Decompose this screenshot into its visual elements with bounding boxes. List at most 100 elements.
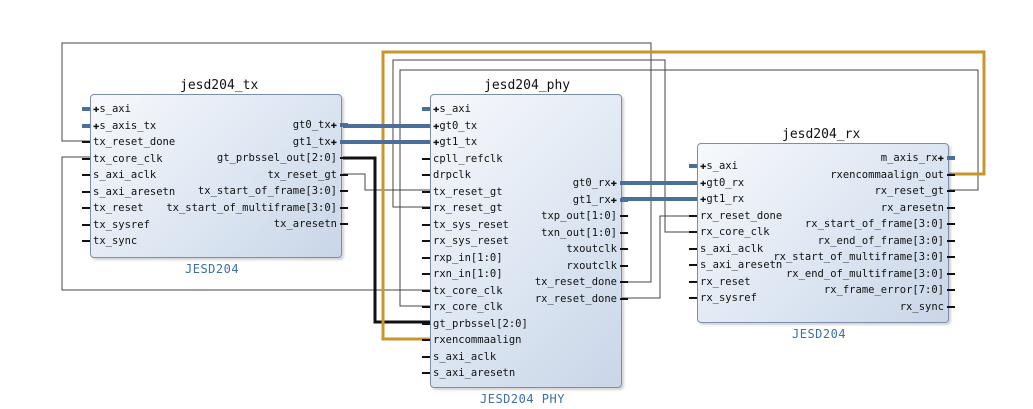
rx-pin-gt1-rx[interactable] xyxy=(689,197,697,201)
rx-pin-rx-core-clk[interactable] xyxy=(689,231,697,233)
phy-pin-cpll-refclk[interactable] xyxy=(422,158,430,160)
phy-pin-tx-reset-gt[interactable] xyxy=(422,191,430,193)
rx-pin-rx-start-of-multiframe[interactable] xyxy=(947,256,955,258)
tx-pin-tx-aresetn[interactable] xyxy=(340,223,348,225)
tx-pin-gt1-tx[interactable] xyxy=(340,140,348,144)
phy-block-title: jesd204_phy xyxy=(484,78,571,93)
phy-pin-gt1-tx[interactable] xyxy=(422,140,430,144)
tx-pin-tx-reset[interactable] xyxy=(82,207,90,209)
phy-pin-rxn-in[interactable] xyxy=(422,273,430,275)
phy-port-rxencommaalign: rxencommaalign xyxy=(433,334,522,346)
tx-port-gt1-tx: gt1_tx✚ xyxy=(292,136,337,148)
rx-pin-rx-reset-done[interactable] xyxy=(689,215,697,217)
tx-port-tx-reset-gt: tx_reset_gt xyxy=(267,169,337,181)
phy-pin-tx-reset-done[interactable] xyxy=(620,281,628,283)
tx-pin-tx-sysref[interactable] xyxy=(82,224,90,226)
tx-pin-tx-reset-gt[interactable] xyxy=(340,174,348,176)
rx-pin-s-axi-aresetn[interactable] xyxy=(689,264,697,266)
tx-port-tx-start-of-frame: tx_start_of_frame[3:0] xyxy=(197,185,337,197)
phy-port-drpclk: drpclk xyxy=(433,169,471,181)
phy-port-s-axi: ✚s_axi xyxy=(433,103,471,115)
rx-pin-rx-sysref[interactable] xyxy=(689,297,697,299)
tx-pin-tx-reset-done[interactable] xyxy=(82,141,90,143)
phy-pin-rx-core-clk[interactable] xyxy=(422,306,430,308)
rx-port-gt0-rx: ✚gt0_rx xyxy=(700,177,745,189)
rx-pin-rxencommaalign-out[interactable] xyxy=(947,174,955,176)
rx-pin-gt0-rx[interactable] xyxy=(689,181,697,185)
tx-port-tx-sync: tx_sync xyxy=(93,235,138,247)
rx-block-subtitle: JESD204 xyxy=(792,327,847,341)
tx-pin-s-axis-tx[interactable] xyxy=(82,124,90,128)
phy-pin-drpclk[interactable] xyxy=(422,174,430,176)
phy-block-subtitle: JESD204 PHY xyxy=(480,392,565,406)
wire-rx-core-clk xyxy=(399,69,979,307)
tx-pin-gt0-tx[interactable] xyxy=(340,123,348,127)
phy-pin-s-axi-aresetn[interactable] xyxy=(422,372,430,374)
rx-pin-s-axi-aclk[interactable] xyxy=(689,248,697,250)
phy-pin-txoutclk[interactable] xyxy=(620,248,628,250)
phy-pin-s-axi[interactable] xyxy=(422,107,430,111)
tx-pin-tx-start-of-multiframe[interactable] xyxy=(340,207,348,209)
phy-pin-rxoutclk[interactable] xyxy=(620,265,628,267)
rx-pin-rx-frame-error[interactable] xyxy=(947,289,955,291)
tx-port-gt-prbssel-out: gt_prbssel_out[2:0] xyxy=(216,152,337,164)
rx-port-s-axi-aresetn: s_axi_aresetn xyxy=(700,259,783,271)
phy-pin-tx-core-clk[interactable] xyxy=(422,290,430,292)
phy-pin-rxencommaalign[interactable] xyxy=(422,339,430,341)
rx-pin-rx-reset-gt[interactable] xyxy=(947,190,955,192)
rx-port-s-axi: ✚s_axi xyxy=(700,160,738,172)
tx-pin-tx-sync[interactable] xyxy=(82,240,90,242)
rx-pin-rx-aresetn[interactable] xyxy=(947,207,955,209)
rx-pin-rx-end-of-frame[interactable] xyxy=(947,240,955,242)
tx-port-tx-reset-done: tx_reset_done xyxy=(93,136,176,148)
rx-port-rx-end-of-multiframe: rx_end_of_multiframe[3:0] xyxy=(785,268,944,280)
rx-pin-rx-end-of-multiframe[interactable] xyxy=(947,273,955,275)
phy-pin-gt-prbssel[interactable] xyxy=(422,323,430,325)
phy-port-s-axi-aclk: s_axi_aclk xyxy=(433,351,497,363)
tx-block[interactable] xyxy=(90,94,342,258)
rx-pin-rx-start-of-frame[interactable] xyxy=(947,223,955,225)
rx-block[interactable] xyxy=(697,143,949,323)
wire-rxencommaalign xyxy=(381,50,986,341)
tx-pin-s-axi-aresetn[interactable] xyxy=(82,191,90,193)
phy-port-rxp-in: rxp_in[1:0] xyxy=(433,252,503,264)
phy-port-rxn-in: rxn_in[1:0] xyxy=(433,268,503,280)
phy-pin-s-axi-aclk[interactable] xyxy=(422,356,430,358)
tx-block-title: jesd204_tx xyxy=(180,78,259,93)
tx-port-s-axi-aresetn: s_axi_aresetn xyxy=(93,186,176,198)
rx-pin-s-axi[interactable] xyxy=(689,164,697,168)
tx-port-tx-start-of-multiframe: tx_start_of_multiframe[3:0] xyxy=(166,202,337,214)
tx-pin-s-axi[interactable] xyxy=(82,107,90,111)
tx-pin-tx-core-clk[interactable] xyxy=(82,158,90,160)
phy-port-rxoutclk: rxoutclk xyxy=(566,260,617,272)
rx-port-rx-start-of-multiframe: rx_start_of_multiframe[3:0] xyxy=(773,251,944,263)
tx-port-s-axi: ✚s_axi xyxy=(93,103,131,115)
phy-port-tx-core-clk: tx_core_clk xyxy=(433,285,503,297)
rx-pin-rx-reset[interactable] xyxy=(689,281,697,283)
tx-pin-s-axi-aclk[interactable] xyxy=(82,174,90,176)
rx-port-gt1-rx: ✚gt1_rx xyxy=(700,193,745,205)
rx-pin-m-axis-rx[interactable] xyxy=(947,156,955,160)
phy-port-rx-sys-reset: rx_sys_reset xyxy=(433,235,509,247)
rx-pin-rx-sync[interactable] xyxy=(947,306,955,308)
phy-port-txp-out: txp_out[1:0] xyxy=(541,210,617,222)
rx-port-rx-start-of-frame: rx_start_of_frame[3:0] xyxy=(804,218,944,230)
phy-port-txoutclk: txoutclk xyxy=(566,243,617,255)
phy-pin-tx-sys-reset[interactable] xyxy=(422,224,430,226)
phy-block[interactable] xyxy=(430,94,622,388)
rx-port-m-axis-rx: m_axis_rx✚ xyxy=(880,152,944,164)
phy-pin-gt1-rx[interactable] xyxy=(620,198,628,202)
tx-pin-gt-prbssel-out[interactable] xyxy=(340,157,348,159)
phy-pin-rx-sys-reset[interactable] xyxy=(422,240,430,242)
tx-pin-tx-start-of-frame[interactable] xyxy=(340,190,348,192)
phy-pin-txn-out[interactable] xyxy=(620,232,628,234)
phy-pin-gt0-tx[interactable] xyxy=(422,124,430,128)
phy-pin-gt0-rx[interactable] xyxy=(620,181,628,185)
phy-port-rx-reset-done: rx_reset_done xyxy=(534,293,617,305)
phy-pin-rxp-in[interactable] xyxy=(422,257,430,259)
tx-block-subtitle: JESD204 xyxy=(185,262,240,276)
phy-pin-rx-reset-gt[interactable] xyxy=(422,207,430,209)
phy-pin-txp-out[interactable] xyxy=(620,215,628,217)
phy-pin-rx-reset-done[interactable] xyxy=(620,298,628,300)
phy-port-gt1-tx: ✚gt1_tx xyxy=(433,136,478,148)
